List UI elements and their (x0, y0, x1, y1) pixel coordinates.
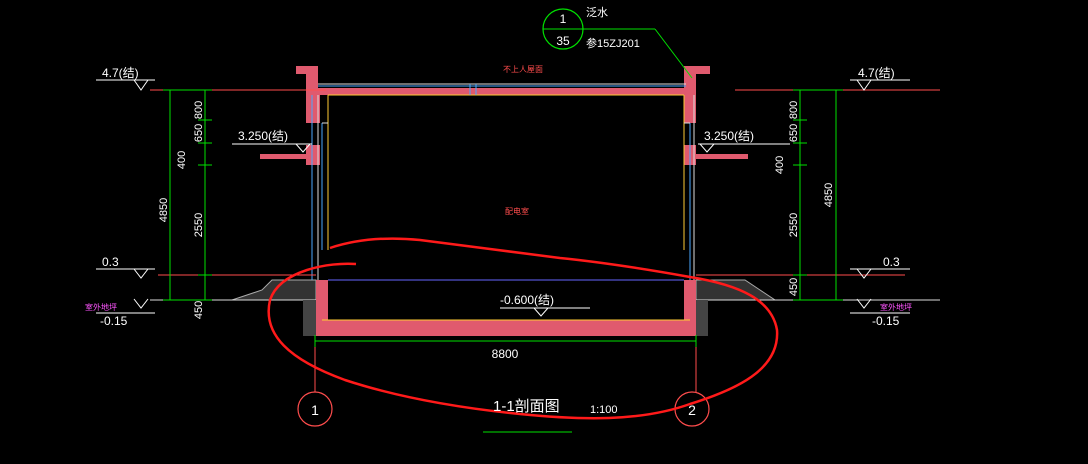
detail-label: 泛水 (586, 6, 608, 19)
level-outdoor-right: -0.15 (872, 314, 900, 328)
dim-right-450: 450 (788, 278, 800, 296)
level-floor: -0.600(结) (500, 293, 554, 307)
parapet-cap-left (296, 66, 318, 74)
room-label: 配电室 (505, 206, 529, 216)
structure (260, 66, 748, 336)
beam-right (684, 95, 696, 123)
dim-left-400: 400 (176, 151, 188, 169)
detail-reference: 参15ZJ201 (586, 36, 640, 50)
parapet-cap-right (684, 66, 710, 74)
axis-label-2: 2 (688, 402, 696, 418)
basement-wall-left (316, 280, 328, 324)
dim-right-2550: 2550 (788, 213, 800, 237)
dim-left-450: 450 (193, 301, 205, 319)
detail-sheet: 35 (556, 34, 570, 48)
section-scale: 1:100 (590, 404, 618, 416)
level-roof-left: 4.7(结) (102, 66, 139, 80)
detail-callout (542, 8, 693, 79)
basement-slab (316, 320, 696, 336)
roof-slab (306, 88, 696, 95)
outdoor-ground (150, 279, 940, 336)
outdoor-ground-label-right: 室外地坪 (880, 302, 912, 312)
parapet-right (684, 70, 696, 96)
level-plinth-right: 0.3 (883, 255, 900, 269)
dim-left-total: 4850 (158, 198, 170, 222)
dim-span: 8800 (492, 347, 519, 361)
level-canopy-left: 3.250(结) (238, 129, 288, 143)
dim-left-2550: 2550 (193, 213, 205, 237)
red-markup-circle (267, 237, 779, 420)
wall-lines (311, 83, 695, 321)
section-title: 1-1剖面图 (493, 398, 560, 415)
dim-right-800: 800 (788, 101, 800, 119)
axis-bubble-1 (297, 391, 333, 427)
basement-wall-right (684, 280, 696, 324)
level-markers (96, 79, 910, 317)
canopy-left (260, 154, 318, 159)
dimension-lines (163, 89, 843, 433)
wall-stub-left (306, 145, 320, 165)
dim-right-650: 650 (788, 124, 800, 142)
beam-left (306, 95, 320, 123)
axis-label-1: 1 (311, 402, 319, 418)
outdoor-ground-label-left: 室外地坪 (85, 302, 117, 312)
dim-left-650: 650 (193, 124, 205, 142)
level-canopy-right: 3.250(结) (704, 129, 754, 143)
dim-right-400: 400 (774, 156, 786, 174)
dim-left-800: 800 (193, 101, 205, 119)
level-roof-right: 4.7(结) (858, 66, 895, 80)
roof-label: 不上人屋面 (503, 65, 543, 74)
level-plinth-left: 0.3 (102, 255, 119, 269)
canopy-right (696, 154, 748, 159)
level-outdoor-left: -0.15 (100, 314, 128, 328)
dim-right-total: 4850 (823, 183, 835, 207)
detail-number: 1 (560, 12, 567, 26)
